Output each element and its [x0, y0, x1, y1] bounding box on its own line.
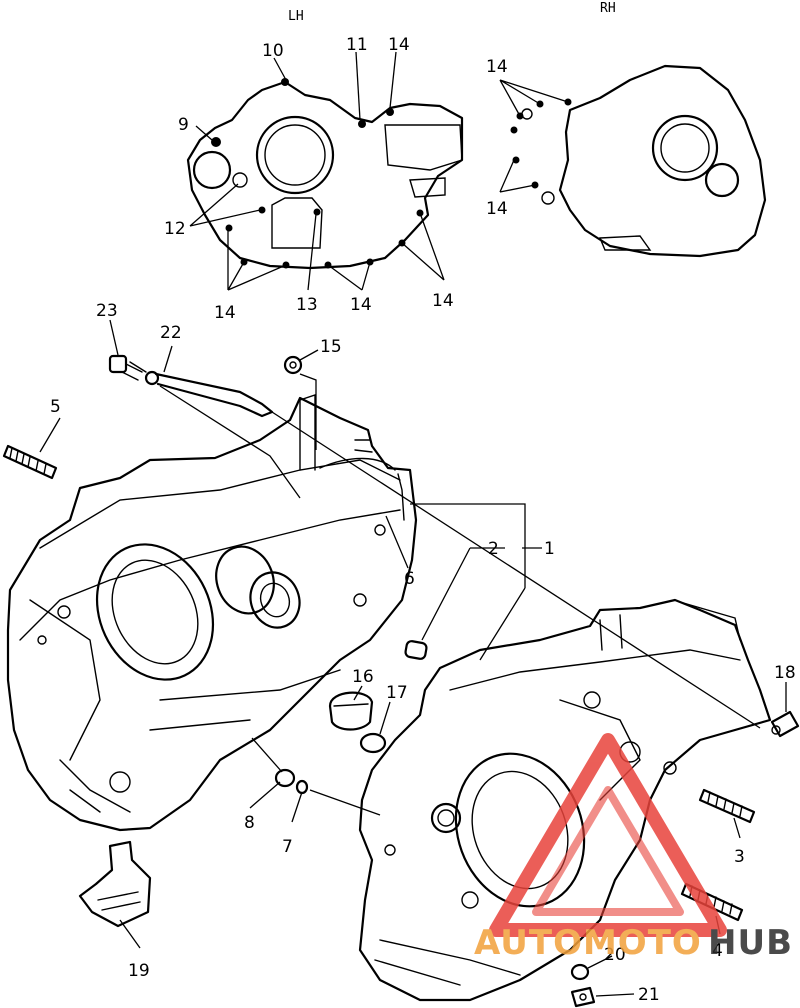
dowel-8	[274, 768, 296, 788]
watermark-brand-black: HUB	[708, 923, 793, 963]
left-crankcase-half	[6, 394, 418, 832]
o-ring-17	[359, 732, 387, 754]
callout-3: 3	[734, 847, 745, 867]
callout-22: 22	[160, 323, 182, 343]
dowel-20	[570, 963, 590, 981]
callout-19: 19	[128, 961, 150, 981]
automotohub-watermark: AUTOMOTO HUB	[474, 733, 793, 963]
callout-14-a: 14	[388, 35, 410, 55]
lh-header: LH	[288, 9, 304, 24]
lh-crankcase-sealant-view	[186, 78, 464, 270]
bolt-18	[770, 710, 800, 738]
stud-bolt-5	[2, 444, 58, 480]
callout-14-f: 14	[486, 199, 508, 219]
callout-17: 17	[386, 683, 408, 703]
callout-16: 16	[352, 667, 374, 687]
callout-14-b: 14	[214, 303, 236, 323]
callout-14-e: 14	[486, 57, 508, 77]
cap-16	[328, 691, 374, 731]
right-crankcase-half	[358, 598, 772, 1002]
callout-7: 7	[282, 837, 293, 857]
o-ring-7	[295, 779, 309, 795]
callout-5: 5	[50, 397, 61, 417]
dowel-pin-2	[404, 640, 428, 660]
leader-lines	[39, 51, 787, 997]
rh-header: RH	[600, 1, 616, 16]
callout-14-d: 14	[432, 291, 454, 311]
callout-11: 11	[346, 35, 368, 55]
callout-20: 20	[604, 945, 626, 965]
callout-6: 6	[404, 569, 415, 589]
strainer-19	[78, 840, 152, 928]
callout-18: 18	[774, 663, 796, 683]
callout-1: 1	[544, 539, 555, 559]
callout-8: 8	[244, 813, 255, 833]
watermark-brand-orange: AUTOMOTO	[474, 923, 702, 963]
washer-21	[570, 986, 596, 1008]
rh-crankcase-sealant-view	[510, 64, 767, 258]
callout-2: 2	[488, 539, 499, 559]
pipe-22	[144, 370, 274, 418]
callout-10: 10	[262, 41, 284, 61]
watermark-triangle	[489, 733, 727, 937]
callout-12: 12	[164, 219, 186, 239]
callout-4: 4	[712, 941, 723, 961]
callout-13: 13	[296, 295, 318, 315]
callout-23: 23	[96, 301, 118, 321]
stud-bolt-3	[698, 788, 756, 824]
callout-14-c: 14	[350, 295, 372, 315]
bolt-23	[108, 354, 147, 381]
callout-15: 15	[320, 337, 342, 357]
nut-15	[283, 355, 303, 375]
callout-21: 21	[638, 985, 660, 1005]
callout-9: 9	[178, 115, 189, 135]
